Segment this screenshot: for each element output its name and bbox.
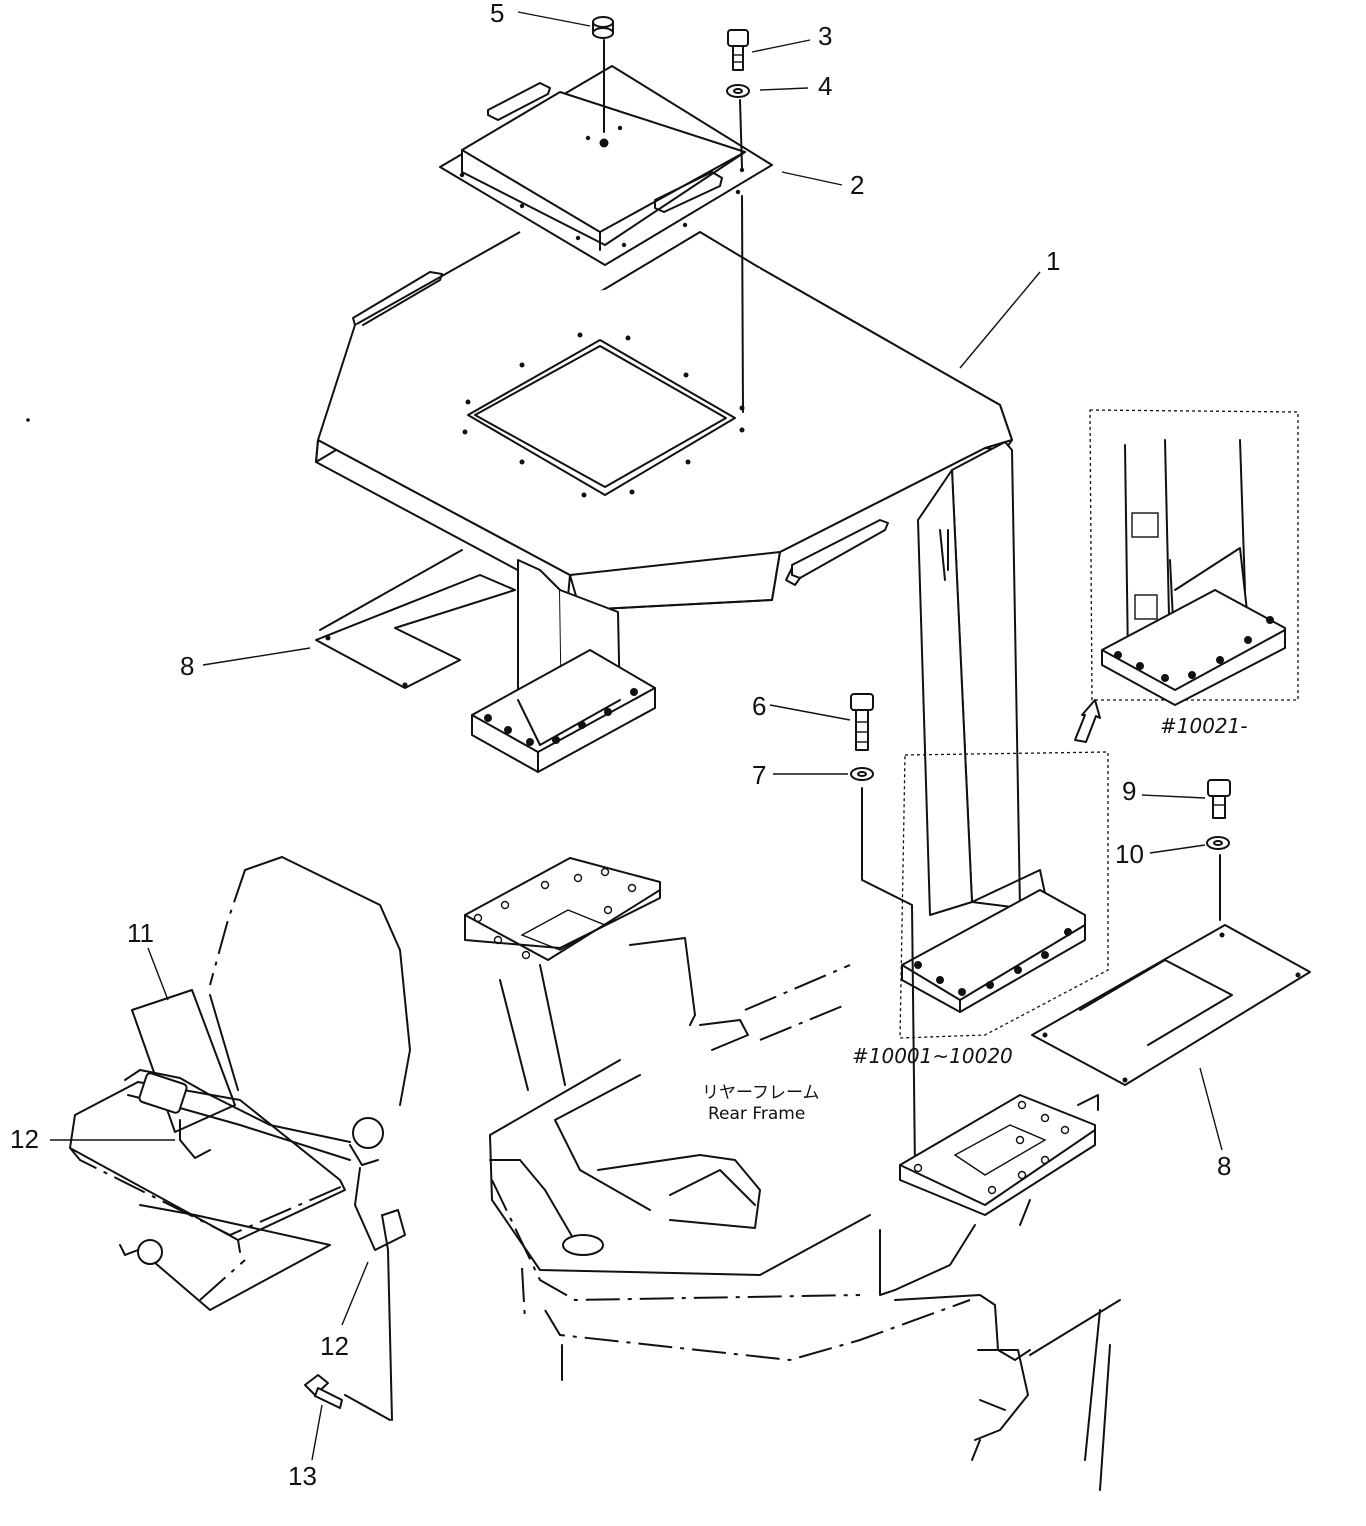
detail-inset (1074, 409, 1299, 743)
bolt-part-3 (727, 29, 749, 71)
washer-part-7 (850, 767, 916, 1171)
stray-dot (26, 418, 30, 422)
serial-range-inset: #10021- (1160, 714, 1248, 738)
cap-part-5 (592, 16, 614, 133)
callout-8-right: 8 (1217, 1151, 1231, 1181)
callout-12-bottom: 12 (320, 1331, 349, 1361)
rear-frame-label-en: Rear Frame (708, 1104, 805, 1124)
callout-6: 6 (752, 691, 766, 721)
callout-11: 11 (127, 918, 154, 948)
callout-5: 5 (490, 0, 504, 28)
serial-range-box (899, 751, 1109, 1039)
callout-7: 7 (752, 760, 766, 790)
callout-2: 2 (850, 170, 864, 200)
bolt-part-13 (304, 1374, 343, 1409)
callout-4: 4 (818, 71, 832, 101)
callout-9: 9 (1122, 776, 1136, 806)
rear-frame-label-jp: リヤーフレーム (702, 1083, 819, 1103)
leader-lines (50, 11, 1223, 1461)
left-post (319, 549, 656, 773)
callout-3: 3 (818, 21, 832, 51)
right-post (901, 441, 1086, 1013)
serial-range-main: #10001~10020 (852, 1044, 1013, 1068)
washer-part-4 (726, 84, 750, 413)
callout-10: 10 (1115, 839, 1144, 869)
callout-13: 13 (288, 1461, 317, 1491)
canopy-roof (315, 231, 1013, 611)
callout-12-left: 12 (10, 1124, 39, 1154)
bolt-part-9 (1207, 779, 1231, 819)
floor-plate-left (315, 574, 516, 689)
floor-plate-right (1031, 924, 1311, 1086)
callout-8-left: 8 (180, 651, 194, 681)
washer-part-10 (1206, 836, 1230, 921)
callout-labels: 5 3 4 2 1 8 6 7 9 10 11 12 8 12 13 #1002… (10, 0, 1248, 1491)
callout-1: 1 (1046, 246, 1060, 276)
bolt-part-6 (850, 693, 874, 751)
roof-cover-plate (439, 65, 773, 266)
rear-frame (464, 857, 1121, 1491)
operator-seat (69, 856, 411, 1421)
